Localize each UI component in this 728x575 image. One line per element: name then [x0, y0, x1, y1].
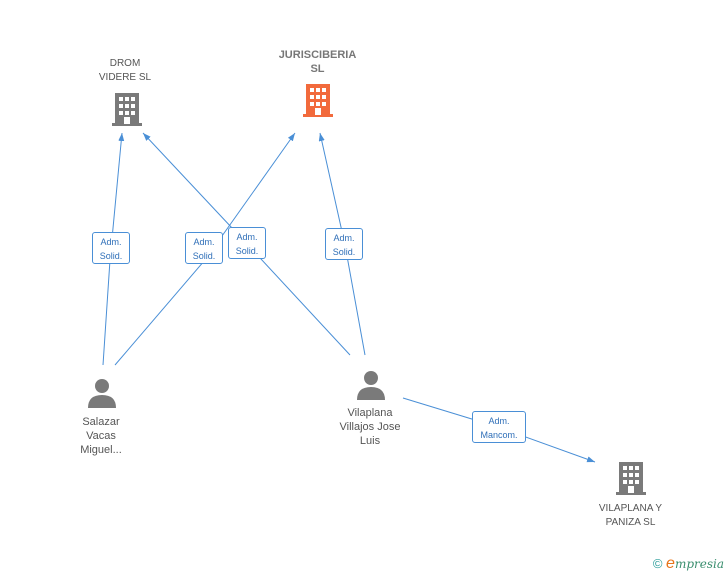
- person-label-salazar[interactable]: Salazar Vacas Miguel...: [60, 415, 142, 457]
- company-name-line: VILAPLANA Y: [598, 503, 663, 514]
- company-name-line: DROM: [109, 58, 141, 69]
- edge-label-salazar-drom[interactable]: Adm. Solid.: [92, 232, 130, 264]
- building-icon: [112, 93, 142, 126]
- brand-logo-e: e: [666, 555, 675, 572]
- person-name-line: Miguel...: [80, 444, 122, 456]
- edge-label-line: Solid.: [192, 251, 216, 261]
- company-name-line: SL: [310, 63, 325, 75]
- company-name-line: PANIZA SL: [605, 517, 656, 528]
- building-icon: [303, 84, 333, 117]
- person-icon: [88, 379, 116, 408]
- person-name-line: Villajos Jose: [339, 421, 401, 433]
- edge-label-line: Solid.: [332, 247, 356, 257]
- edge-label-line: Adm.: [488, 416, 510, 426]
- edge-label-line: Mancom.: [480, 430, 518, 440]
- person-name-line: Vacas: [86, 430, 116, 442]
- edge-label-line: Solid.: [235, 246, 259, 256]
- company-name-line: JURISCIBERIA: [278, 49, 357, 61]
- brand-name: mpresia: [674, 557, 724, 571]
- person-name-line: Luis: [359, 435, 381, 447]
- edge-label-vilaplana-drom[interactable]: Adm. Solid.: [228, 227, 266, 259]
- company-label-vilaplana-paniza[interactable]: VILAPLANA Y PANIZA SL: [578, 502, 683, 530]
- edge-label-vilaplana-juris[interactable]: Adm. Solid.: [325, 228, 363, 260]
- edge-label-line: Solid.: [99, 251, 123, 261]
- company-label-drom[interactable]: DROM VIDERE SL: [75, 57, 175, 85]
- edge-label-line: Adm.: [333, 233, 355, 243]
- edge-label-line: Adm.: [236, 232, 258, 242]
- person-name-line: Vilaplana: [347, 407, 393, 419]
- copyright-symbol: ©: [652, 556, 663, 571]
- building-icon: [616, 462, 646, 495]
- footer-brand: © empresia: [653, 555, 724, 573]
- company-label-jurisciberia[interactable]: JURISCIBERIA SL: [255, 48, 380, 76]
- edge-label-line: Adm.: [100, 237, 122, 247]
- person-icon: [357, 371, 385, 400]
- person-name-line: Salazar: [82, 416, 120, 428]
- edge-label-line: Adm.: [193, 237, 215, 247]
- edge-label-vilaplana-panizza[interactable]: Adm. Mancom.: [472, 411, 526, 443]
- edge-label-salazar-juris[interactable]: Adm. Solid.: [185, 232, 223, 264]
- company-name-line: VIDERE SL: [98, 72, 152, 83]
- person-label-vilaplana[interactable]: Vilaplana Villajos Jose Luis: [320, 406, 420, 448]
